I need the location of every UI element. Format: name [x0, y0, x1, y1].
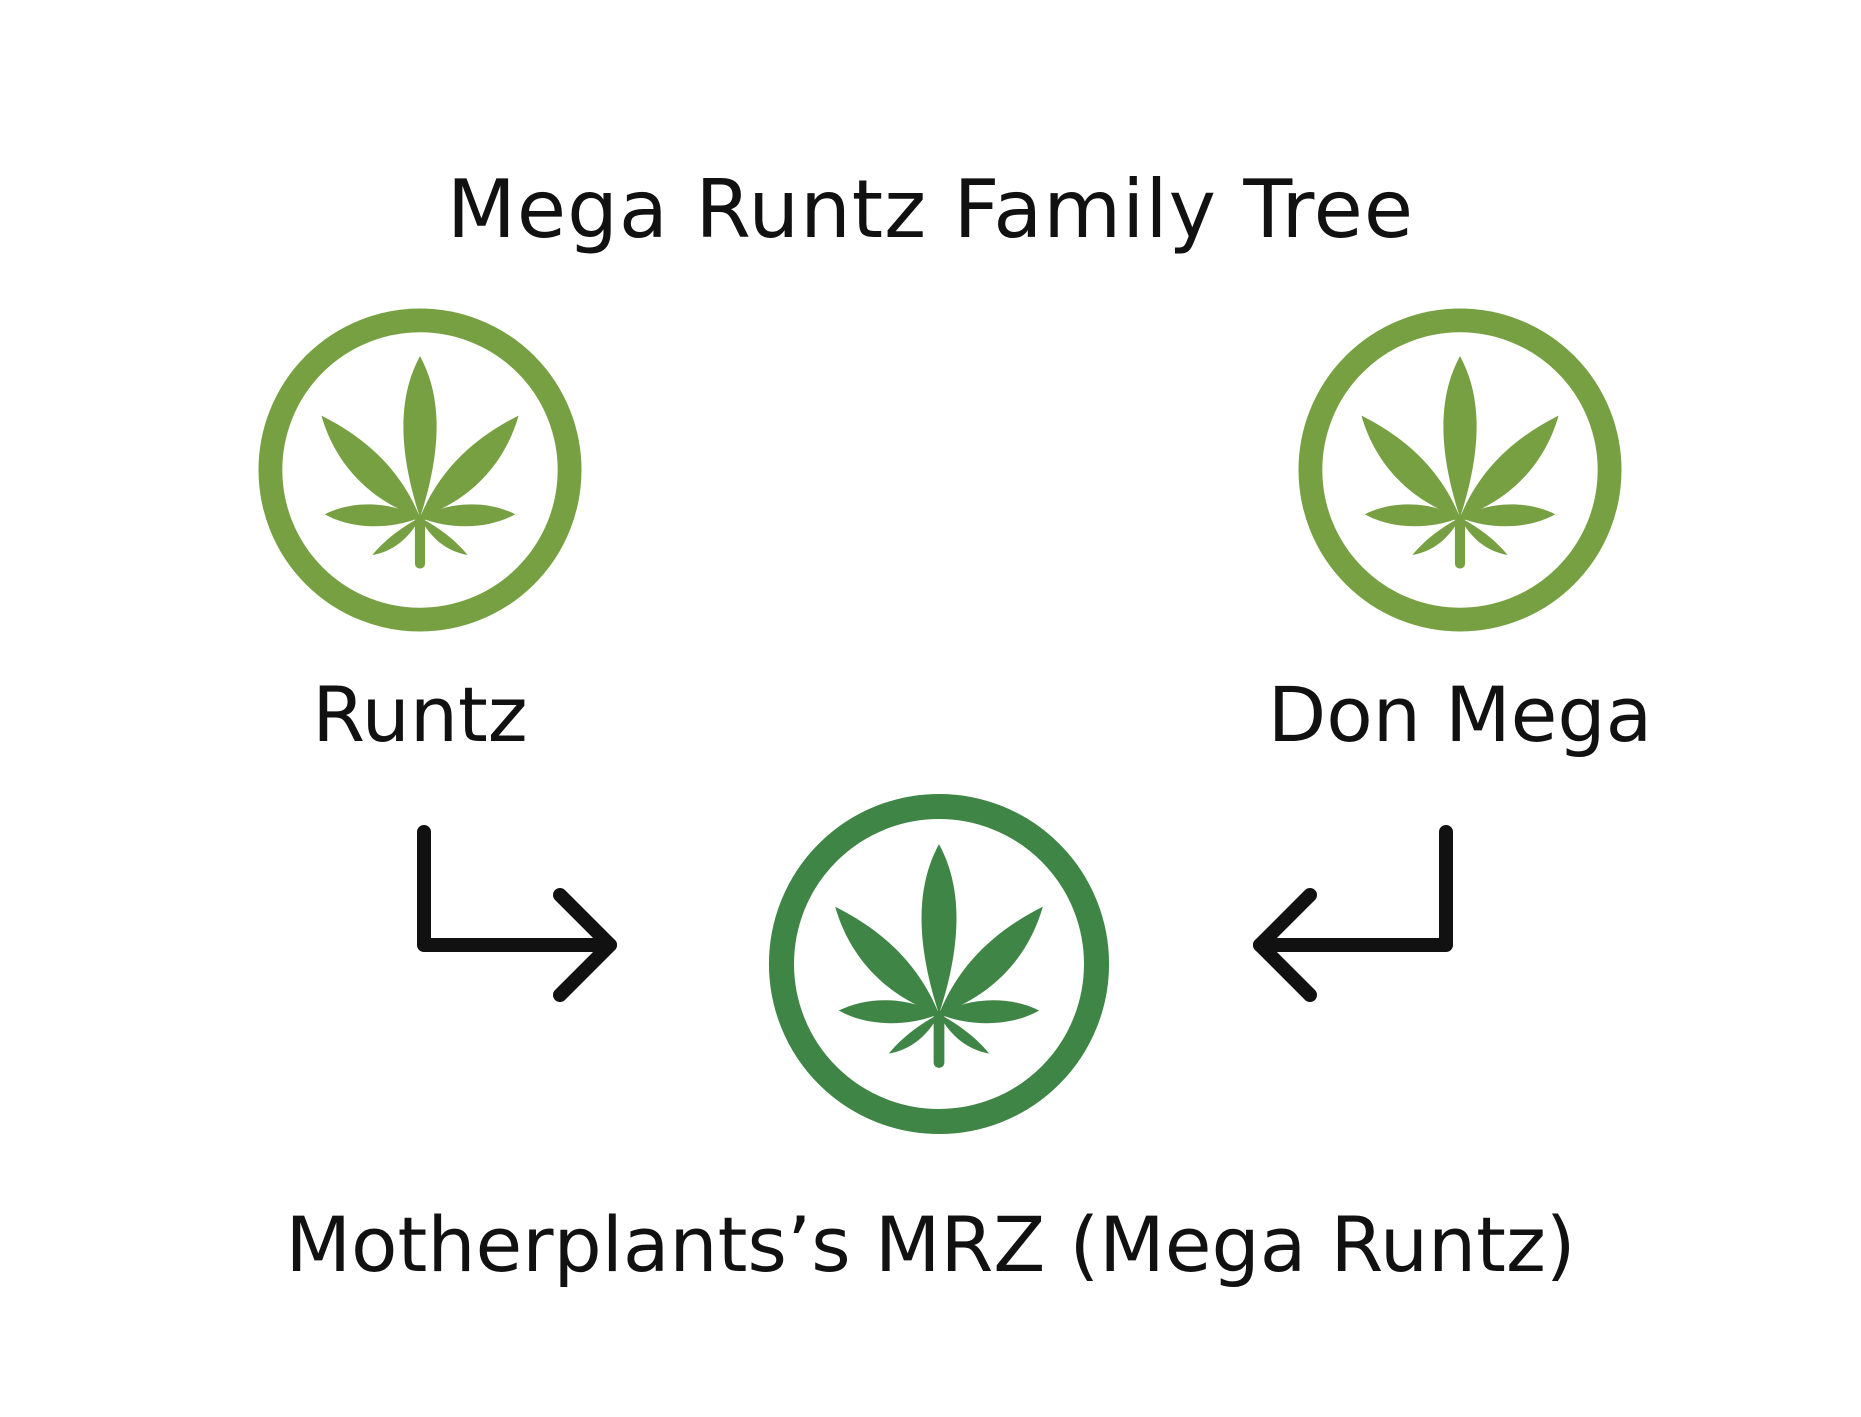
- cannabis-leaf-icon: [1298, 308, 1622, 632]
- arrow-right-icon: [417, 825, 617, 1002]
- arrow-left-icon: [1253, 825, 1453, 1002]
- child-node-mega-runtz: [760, 785, 1118, 1143]
- child-label-mega-runtz: Motherplants’s MRZ (Mega Runtz): [285, 1200, 1576, 1289]
- arrow-right-to-child: [1240, 820, 1460, 1010]
- parent-node-don-mega: [1290, 300, 1630, 640]
- leaf-shape: [835, 844, 1043, 1068]
- cannabis-leaf-icon: [258, 308, 582, 632]
- node-ring: [258, 308, 582, 632]
- diagram-title: Mega Runtz Family Tree: [446, 163, 1415, 256]
- parent-label-runtz: Runtz: [312, 670, 528, 759]
- node-ring: [1298, 308, 1622, 632]
- leaf-shape: [321, 356, 519, 569]
- parent-node-runtz: [250, 300, 590, 640]
- cannabis-leaf-icon: [768, 793, 1110, 1135]
- leaf-shape: [1361, 356, 1559, 569]
- parent-label-don-mega: Don Mega: [1267, 670, 1653, 759]
- node-ring: [768, 793, 1110, 1135]
- arrow-left-to-child: [410, 820, 630, 1010]
